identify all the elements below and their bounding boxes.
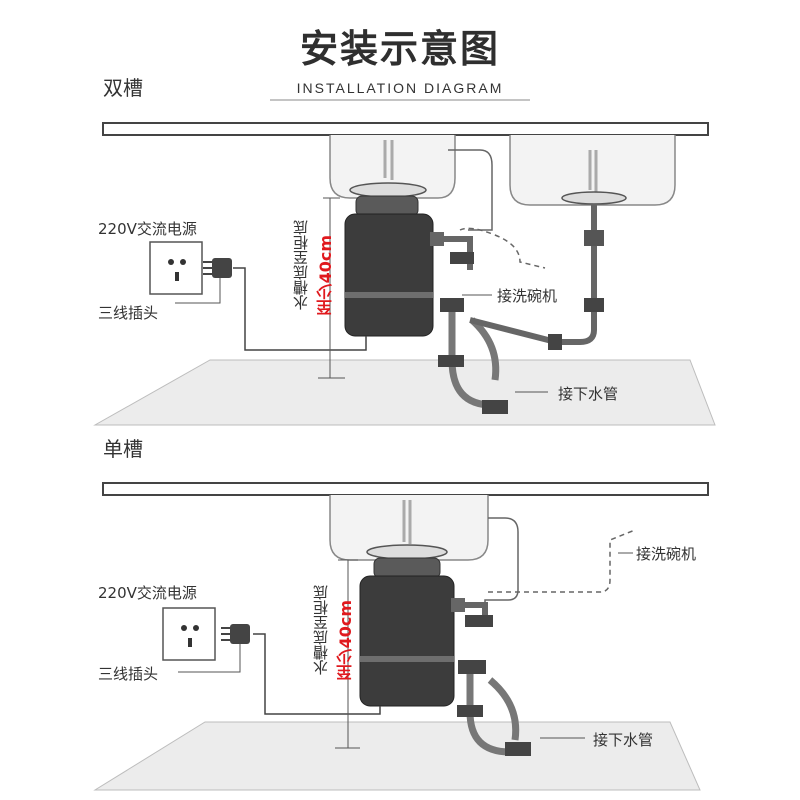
double-overflow-line — [448, 149, 493, 231]
double-socket-plate — [149, 241, 203, 295]
double-drain-outlet — [482, 400, 508, 414]
single-power-cord — [253, 633, 381, 715]
double-height-label: 水槽底至柜底 — [292, 220, 310, 310]
single-disposer-mount — [373, 557, 441, 579]
single-plug-label: 三线插头 — [98, 665, 159, 683]
double-disposer-band — [345, 292, 433, 298]
single-dishwasher-hose — [488, 529, 636, 593]
double-plug-label: 三线插头 — [98, 304, 159, 322]
page-title: 安装示意图 — [299, 27, 500, 71]
double-countertop — [102, 122, 709, 136]
double-right-water — [588, 150, 598, 192]
double-plug-leader — [175, 278, 221, 304]
double-sink-heading: 双槽 — [103, 76, 143, 100]
single-sink-diagram — [93, 482, 709, 791]
single-power-label: 220V交流电源 — [98, 584, 197, 602]
single-height-label: 水槽底至柜底 — [312, 585, 330, 675]
single-dishwasher-label: 接洗碗机 — [636, 545, 697, 563]
double-disposer-mount — [355, 195, 419, 217]
single-drain-fitting-a — [465, 615, 493, 627]
single-drain-label: 接下水管 — [593, 731, 654, 749]
single-dishwasher-inlet — [451, 598, 465, 612]
double-sink-diagram — [93, 122, 716, 426]
double-min-height-label: 至少40cm — [316, 235, 335, 316]
single-min-height-label: 至少40cm — [336, 600, 355, 681]
double-power-cord — [233, 267, 367, 351]
single-countertop — [102, 482, 709, 496]
double-dishwasher-label: 接洗碗机 — [497, 287, 558, 305]
single-plug — [230, 624, 250, 644]
single-overflow-line — [484, 517, 519, 610]
single-sink-heading: 单槽 — [103, 437, 143, 461]
page-subtitle: INSTALLATION DIAGRAM — [296, 80, 504, 96]
single-water — [402, 500, 412, 544]
double-disposer-body — [344, 213, 434, 337]
double-dishwasher-inlet — [430, 232, 444, 246]
single-flange — [366, 544, 448, 560]
double-right-tailpiece — [469, 204, 597, 345]
double-drain-fitting-b — [440, 298, 464, 312]
single-drain-fitting-b — [458, 660, 486, 674]
single-plug-leader — [178, 644, 241, 673]
double-left-flange — [349, 182, 427, 198]
double-power-label: 220V交流电源 — [98, 220, 197, 238]
single-drain-outlet — [505, 742, 531, 756]
double-left-water — [383, 140, 394, 180]
double-floor-slab — [93, 359, 716, 426]
double-drain-fitting-a — [450, 252, 474, 264]
single-disposer-band — [360, 656, 454, 662]
double-drain-label: 接下水管 — [558, 385, 619, 403]
double-dishwasher-hose — [459, 227, 546, 269]
single-disposer-body — [359, 575, 455, 707]
double-plug — [212, 258, 232, 278]
single-socket-plate — [162, 607, 216, 661]
double-right-flange — [561, 191, 627, 205]
